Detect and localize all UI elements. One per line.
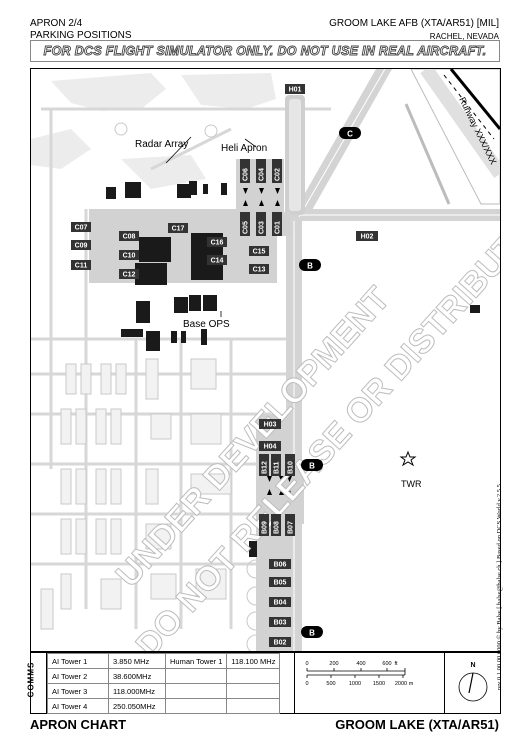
taxiway-b-label-2: B	[309, 462, 315, 471]
spot-b10: B10	[288, 461, 295, 474]
sim-only-warning: FOR DCS FLIGHT SIMULATOR ONLY. DO NOT US…	[30, 40, 500, 62]
spot-b08: B08	[274, 521, 281, 534]
spot-h01: H01	[289, 87, 302, 94]
spot-c03: C03	[259, 221, 266, 234]
leader-lines	[165, 136, 257, 317]
comms-label: COMMS	[26, 661, 36, 698]
taxiway-b-label-1: B	[307, 262, 313, 271]
freq-cell	[164, 683, 228, 699]
scale-tick: 200	[329, 661, 338, 667]
spot-c04: C04	[259, 168, 266, 181]
radar-array-label: Radar Array	[135, 139, 188, 150]
spot-h04: H04	[264, 444, 277, 451]
north-arrow: N	[444, 653, 501, 713]
scale-tick: 1000	[349, 681, 361, 687]
spot-c10: C10	[123, 253, 136, 260]
apron-map: UNDER DEVELOPMENT DO NOT RELEASE OR DIST…	[30, 68, 501, 652]
spot-b03: B03	[274, 620, 287, 627]
warning-text: FOR DCS FLIGHT SIMULATOR ONLY. DO NOT US…	[43, 44, 487, 59]
chart-number: APRON 2/4	[30, 18, 83, 29]
freq-cell: AI Tower 3	[47, 683, 109, 699]
freq-cell: Human Tower 1	[164, 653, 228, 669]
table-row: AI Tower 2 38.600MHz	[47, 668, 281, 684]
freq-cell: 118.000MHz	[108, 683, 166, 699]
spot-c13: C13	[253, 267, 266, 274]
scale-tick: 0	[305, 681, 308, 687]
scale-tick: 1500	[373, 681, 385, 687]
airport-location: RACHEL, NEVADA	[429, 32, 499, 41]
spot-h02: H02	[361, 234, 374, 241]
revision-note: rev 0.1 00.00.0000 © by Balse [ balse@ba…	[496, 484, 503, 690]
spot-c12: C12	[123, 272, 136, 279]
spot-c15: C15	[253, 249, 266, 256]
spot-c06: C06	[243, 168, 250, 181]
tower-star-icon	[399, 450, 417, 467]
spot-c07: C07	[75, 225, 88, 232]
spot-c01: C01	[275, 221, 282, 234]
taxiway-b-label-3: B	[309, 629, 315, 638]
spot-b07: B07	[288, 521, 295, 534]
spot-b06: B06	[274, 562, 287, 569]
freq-cell	[226, 698, 281, 714]
freq-cell: AI Tower 2	[47, 668, 109, 684]
frequency-table: AI Tower 1 3.850 MHz Human Tower 1 118.1…	[47, 653, 281, 714]
chart-subtitle: PARKING POSITIONS	[30, 30, 132, 41]
comms-label-cell: COMMS	[26, 653, 47, 713]
freq-cell	[226, 668, 281, 684]
taxiway-badges: C B B B	[299, 127, 361, 638]
base-ops-label: Base OPS	[183, 319, 230, 330]
scale-tick: 2000	[395, 681, 407, 687]
scale-tick: 600	[382, 661, 391, 667]
scale-bar: 0 200 400 600 ft 0 500 1000 1500	[294, 653, 445, 713]
freq-cell	[226, 683, 281, 699]
parking-spots: H01 H02 H03 H04 C07 C08 C09 C10 C11 C12 …	[71, 84, 378, 647]
table-row: AI Tower 4 250.050MHz	[47, 698, 281, 714]
housing-area	[40, 358, 232, 630]
table-row: AI Tower 1 3.850 MHz Human Tower 1 118.1…	[47, 653, 281, 669]
spot-b04: B04	[274, 600, 287, 607]
scale-tick: 400	[356, 661, 365, 667]
spot-b11: B11	[274, 461, 281, 474]
freq-cell: 3.850 MHz	[108, 653, 166, 669]
spot-b09: B09	[262, 521, 269, 534]
scale-unit-meters: m	[409, 681, 414, 687]
spot-c17: C17	[172, 226, 185, 233]
table-row: AI Tower 3 118.000MHz	[47, 683, 281, 699]
compass-icon	[458, 672, 488, 702]
freq-cell	[164, 668, 228, 684]
runway	[404, 69, 500, 205]
footer-right-title: GROOM LAKE (XTA/AR51)	[335, 717, 499, 732]
stand-markers	[243, 188, 292, 495]
spot-c08: C08	[123, 234, 136, 241]
freq-cell	[164, 698, 228, 714]
spot-c09: C09	[75, 243, 88, 250]
spot-c11: C11	[75, 263, 88, 270]
spot-c02: C02	[275, 168, 282, 181]
freq-cell: AI Tower 4	[47, 698, 109, 714]
heli-apron-label: Heli Apron	[221, 143, 267, 154]
freq-cell: AI Tower 1	[47, 653, 109, 669]
scale-tick: 500	[326, 681, 335, 687]
parking-spots-vertical: C06 C04 C02 C05 C03 C01 B12 B11 B10 B09 …	[240, 159, 295, 536]
freq-cell: 118.100 MHz	[226, 653, 281, 669]
spot-b12: B12	[262, 461, 269, 474]
spot-h03: H03	[264, 422, 277, 429]
footer-left-title: APRON CHART	[30, 717, 127, 732]
scale-tick: 0	[305, 661, 308, 667]
comms-panel: COMMS AI Tower 1 3.850 MHz Human Tower 1…	[26, 652, 501, 714]
terrain	[31, 73, 276, 189]
tower-label: TWR	[401, 479, 422, 489]
spot-c16: C16	[211, 240, 224, 247]
north-label: N	[470, 662, 475, 669]
airport-name: GROOM LAKE AFB (XTA/AR51) [MIL]	[329, 18, 499, 29]
scale-unit-feet: ft	[394, 661, 398, 667]
spot-b02: B02	[274, 640, 287, 647]
freq-cell: 250.050MHz	[108, 698, 166, 714]
spot-c14: C14	[211, 258, 224, 265]
spot-c05: C05	[243, 221, 250, 234]
taxiway-c-label: C	[347, 130, 353, 139]
freq-cell: 38.600MHz	[108, 668, 166, 684]
spot-b05: B05	[274, 580, 287, 587]
